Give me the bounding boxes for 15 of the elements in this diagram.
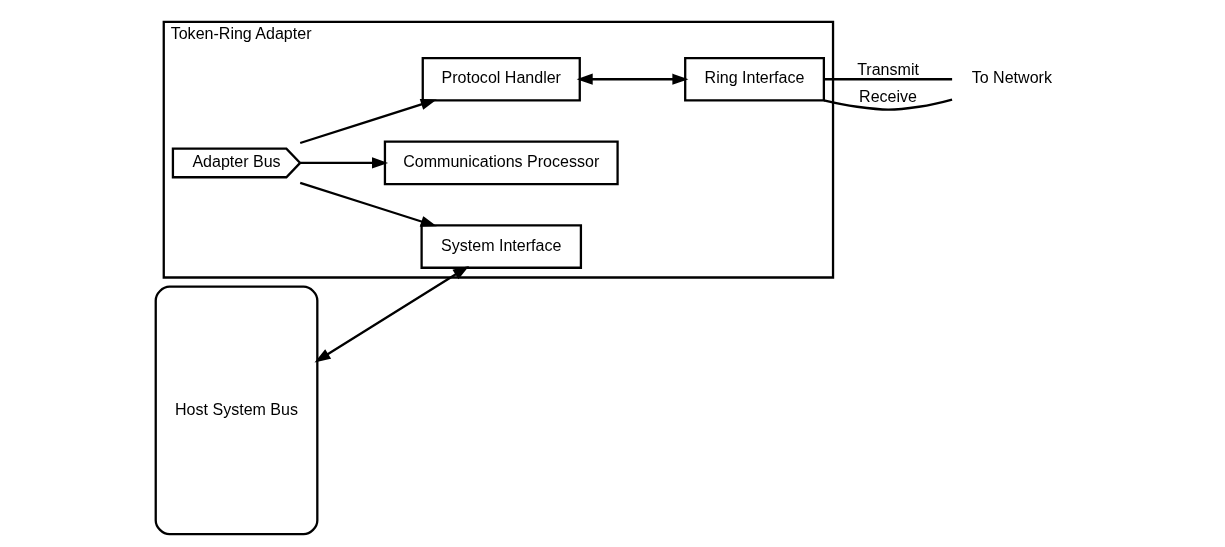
arrow	[299, 157, 388, 169]
node-text: To Network	[971, 68, 1052, 87]
node-box: System Interface	[419, 224, 582, 269]
connector	[823, 98, 952, 111]
edge-label: Transmit	[856, 59, 919, 78]
arrow	[314, 265, 469, 363]
connector	[823, 78, 952, 81]
node-box: Communications Processor	[383, 140, 619, 186]
arrow	[299, 98, 437, 145]
edge-label: Receive	[858, 87, 917, 106]
node-box: Protocol Handler	[421, 56, 581, 102]
arrow	[299, 181, 437, 227]
arrow	[576, 73, 688, 85]
node-box: Host System Bus	[154, 285, 318, 536]
node-box: Ring Interface	[683, 56, 825, 102]
